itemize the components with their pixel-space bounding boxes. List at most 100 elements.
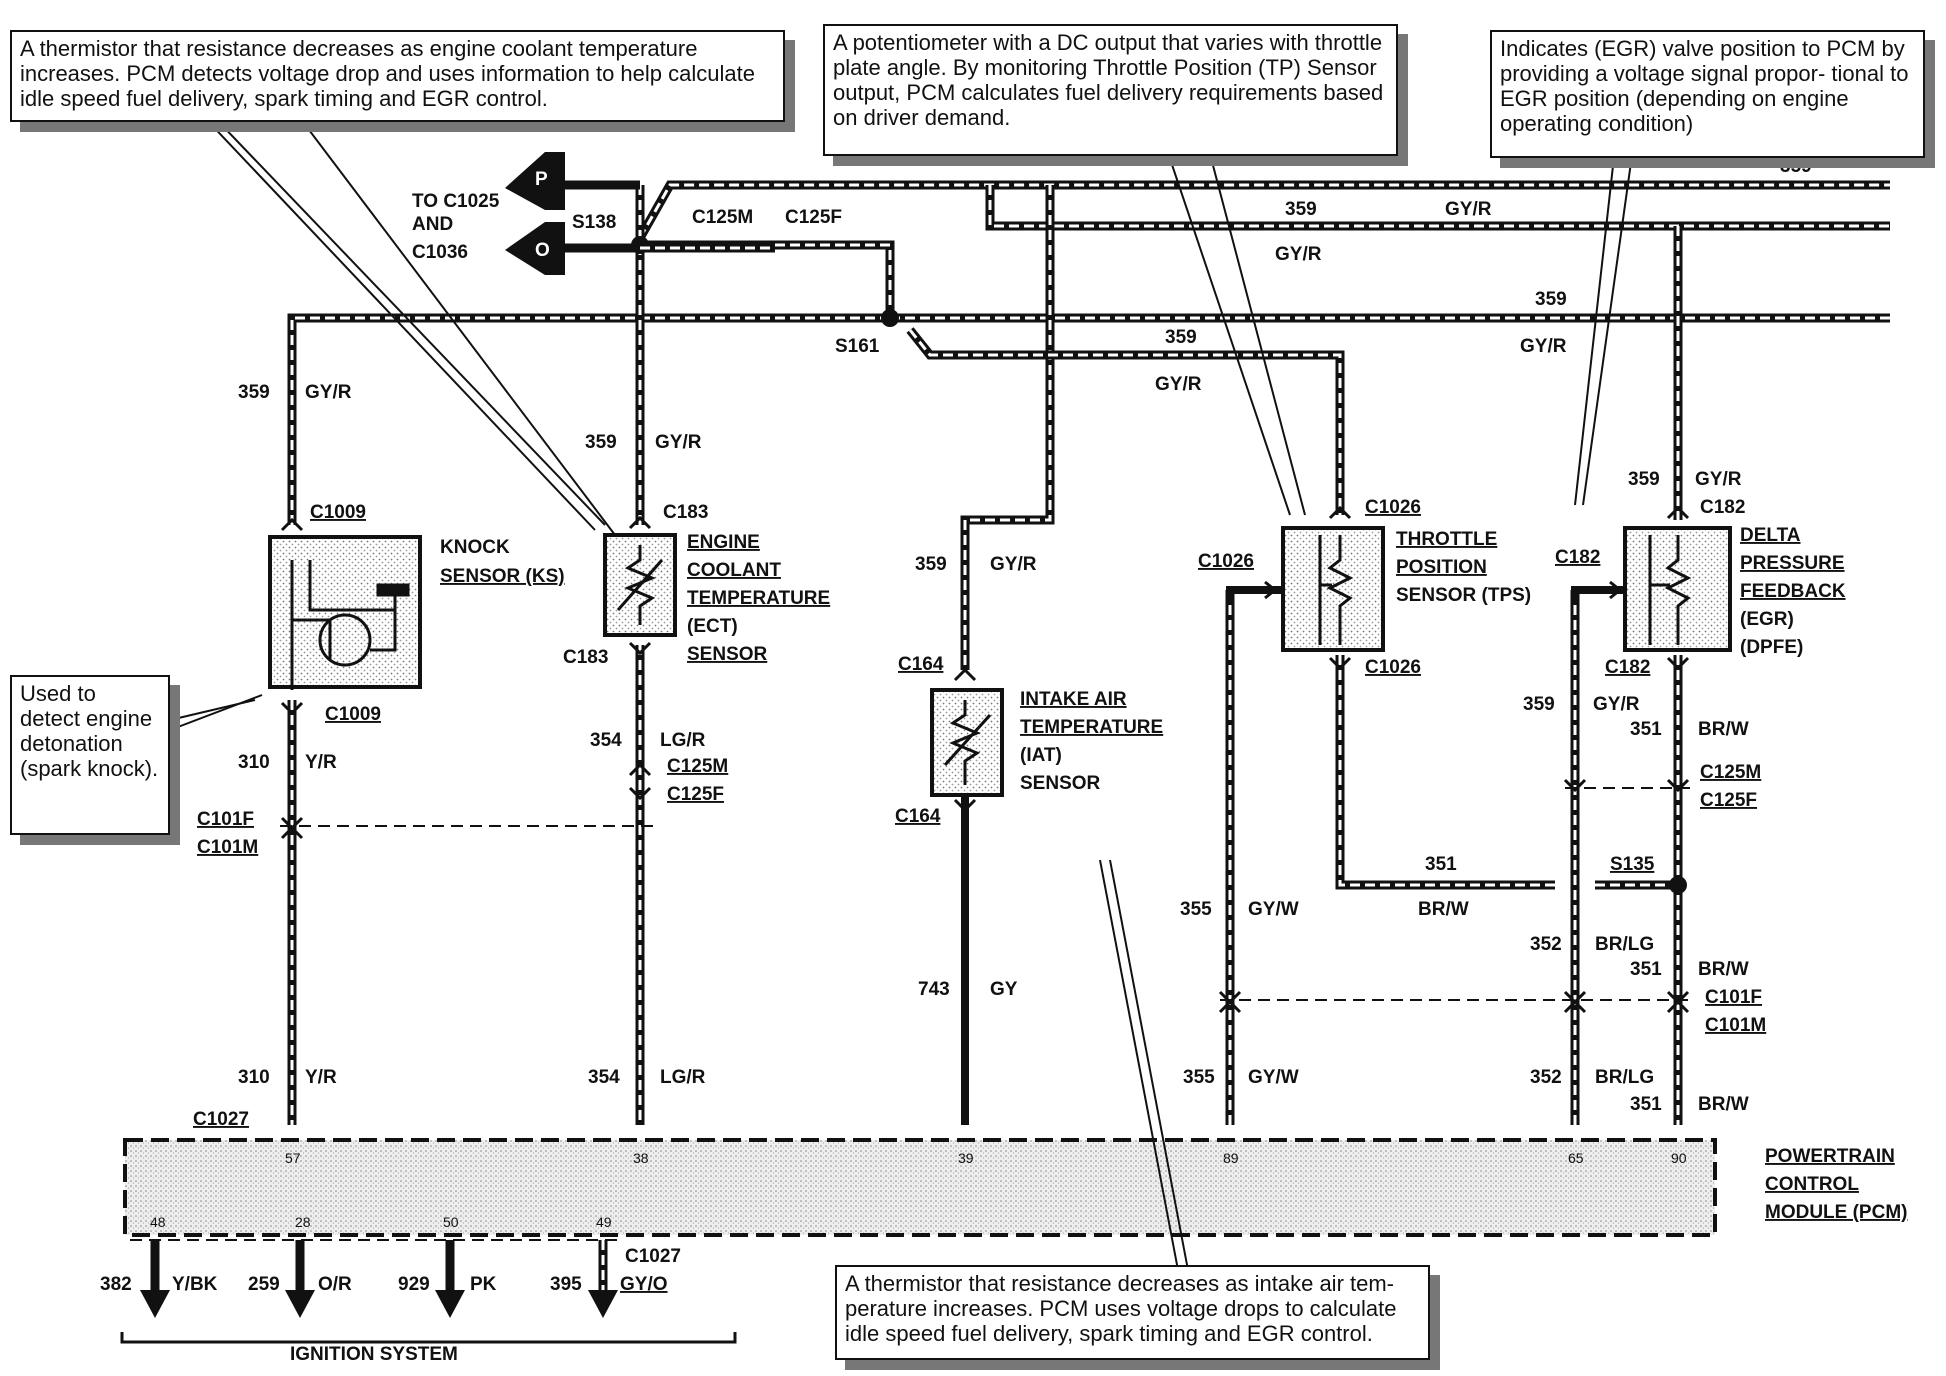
wire-gyw-top: GY/W xyxy=(1248,899,1299,920)
pcm-label-1: POWERTRAIN xyxy=(1765,1146,1895,1167)
pcm-pin-28: 28 xyxy=(295,1214,311,1230)
wire-359-top: 359 xyxy=(1780,156,1812,177)
wire-gyw-bot: GY/W xyxy=(1248,1067,1299,1088)
tps-label-2: POSITION xyxy=(1396,557,1487,578)
s161-label: S161 xyxy=(835,336,880,357)
wire-brlg-top: BR/LG xyxy=(1595,934,1654,955)
iat-conn-top: C164 xyxy=(898,654,944,675)
flag-p-label: P xyxy=(535,169,548,190)
wire-brw-tps: BR/W xyxy=(1418,899,1469,920)
ect-resistor-symbol xyxy=(616,545,664,625)
dpfe-conn-side: C182 xyxy=(1555,547,1600,568)
wire-351-dpfe: 351 xyxy=(1630,719,1662,740)
wire-359-tps: 359 xyxy=(1165,327,1197,348)
connector-flag-p xyxy=(505,152,640,210)
dpfe-label-2: PRESSURE xyxy=(1740,553,1845,574)
pcm-module-box xyxy=(123,1138,1717,1237)
leader-lines xyxy=(169,117,1881,1271)
ign-gyo: GY/O xyxy=(620,1274,668,1295)
iat-callout: A thermistor that resistance decreases a… xyxy=(835,1265,1430,1360)
iat-callout-text: A thermistor that resistance decreases a… xyxy=(845,1271,1397,1346)
wire-355-top: 355 xyxy=(1180,899,1212,920)
ign-pk: PK xyxy=(470,1274,497,1295)
ks-label-1: KNOCK xyxy=(440,537,510,558)
wire-gyr-dpfe: GY/R xyxy=(1695,469,1742,490)
pcm-c1027-top: C1027 xyxy=(193,1109,249,1130)
ect-label-3: TEMPERATURE xyxy=(687,588,830,609)
wire-359-network xyxy=(287,180,1890,670)
wire-359-egr: 359 xyxy=(1523,694,1555,715)
s138-label: S138 xyxy=(572,212,616,233)
c1036-label: C1036 xyxy=(412,242,468,263)
ect-conn-top: C183 xyxy=(663,502,708,523)
connector-flag-o xyxy=(505,222,775,275)
wire-gyr-third: GY/R xyxy=(1520,336,1567,357)
wire-lgr-bot: LG/R xyxy=(660,1067,706,1088)
ect-conn-bot: C183 xyxy=(563,647,608,668)
pcm-pin-49: 49 xyxy=(596,1214,612,1230)
wire-351-bot: 351 xyxy=(1630,1094,1662,1115)
c125f-top-label: C125F xyxy=(785,207,842,228)
wire-gyr-egr: GY/R xyxy=(1593,694,1640,715)
ign-ybk: Y/BK xyxy=(172,1274,218,1295)
iat-label-2: TEMPERATURE xyxy=(1020,717,1163,738)
wire-352-top: 352 xyxy=(1530,934,1562,955)
c101f-left: C101F xyxy=(197,809,254,830)
pcm-pin-38: 38 xyxy=(633,1150,649,1166)
c125f-right: C125F xyxy=(1700,790,1757,811)
ks-callout-text: Used to detect engine detonation (spark … xyxy=(20,681,159,781)
wire-gyr-ks: GY/R xyxy=(305,382,352,403)
wire-gyr-second: GY/R xyxy=(1445,199,1492,220)
tps-conn-side: C1026 xyxy=(1198,551,1254,572)
signal-wires xyxy=(287,590,1683,1125)
ks-conn-bot: C1009 xyxy=(325,704,381,725)
ign-or: O/R xyxy=(318,1274,352,1295)
flag-o-label: O xyxy=(535,240,550,261)
c125m-top-label: C125M xyxy=(692,207,753,228)
wire-brw-bot: BR/W xyxy=(1698,1094,1749,1115)
tps-label-3: SENSOR (TPS) xyxy=(1396,585,1531,606)
wire-yr-top: Y/R xyxy=(305,752,337,773)
iat-conn-bot: C164 xyxy=(895,806,941,827)
wire-gy: GY xyxy=(990,979,1018,1000)
tps-potentiometer-symbol xyxy=(1318,535,1354,645)
pcm-label-2: CONTROL xyxy=(1765,1174,1859,1195)
c101m-left: C101M xyxy=(197,837,258,858)
c125m-right: C125M xyxy=(1700,762,1761,783)
wire-354-bot: 354 xyxy=(588,1067,620,1088)
connector-chevrons xyxy=(280,505,1690,1014)
wire-310-top: 310 xyxy=(238,752,270,773)
egr-callout-text: Indicates (EGR) valve position to PCM by… xyxy=(1500,36,1909,136)
dpfe-label-1: DELTA xyxy=(1740,525,1801,546)
and-label: AND xyxy=(412,214,453,235)
ks-label-2: SENSOR (KS) xyxy=(440,566,565,587)
c101m-right: C101M xyxy=(1705,1015,1766,1036)
ect-label-2: COOLANT xyxy=(687,560,781,581)
pcm-label-3: MODULE (PCM) xyxy=(1765,1202,1907,1223)
tps-callout: A potentiometer with a DC output that va… xyxy=(823,24,1398,156)
egr-callout: Indicates (EGR) valve position to PCM by… xyxy=(1490,30,1925,158)
wire-gyr-ect: GY/R xyxy=(655,432,702,453)
ks-conn-top: C1009 xyxy=(310,502,366,523)
knock-sensor-symbol xyxy=(290,560,410,690)
ignition-system-label: IGNITION SYSTEM xyxy=(290,1344,458,1365)
iat-resistor-symbol xyxy=(943,700,992,785)
ks-callout: Used to detect engine detonation (spark … xyxy=(10,675,170,835)
wire-lgr-top: LG/R xyxy=(660,730,706,751)
c125f-mid: C125F xyxy=(667,784,724,805)
wire-gyr-iat: GY/R xyxy=(990,554,1037,575)
pcm-pin-39: 39 xyxy=(958,1150,974,1166)
ign-259: 259 xyxy=(248,1274,280,1295)
tps-label-1: THROTTLE xyxy=(1396,529,1497,550)
tps-conn-bot: C1026 xyxy=(1365,657,1421,678)
pcm-pin-90: 90 xyxy=(1671,1150,1687,1166)
ect-callout: A thermistor that resistance decreases a… xyxy=(10,30,785,122)
dpfe-conn-top: C182 xyxy=(1700,497,1745,518)
wire-355-bot: 355 xyxy=(1183,1067,1215,1088)
wire-brlg-bot: BR/LG xyxy=(1595,1067,1654,1088)
wire-brw-mid: BR/W xyxy=(1698,959,1749,980)
splice-s161 xyxy=(881,309,899,327)
tps-callout-text: A potentiometer with a DC output that va… xyxy=(833,30,1384,130)
wire-359-third: 359 xyxy=(1535,289,1567,310)
